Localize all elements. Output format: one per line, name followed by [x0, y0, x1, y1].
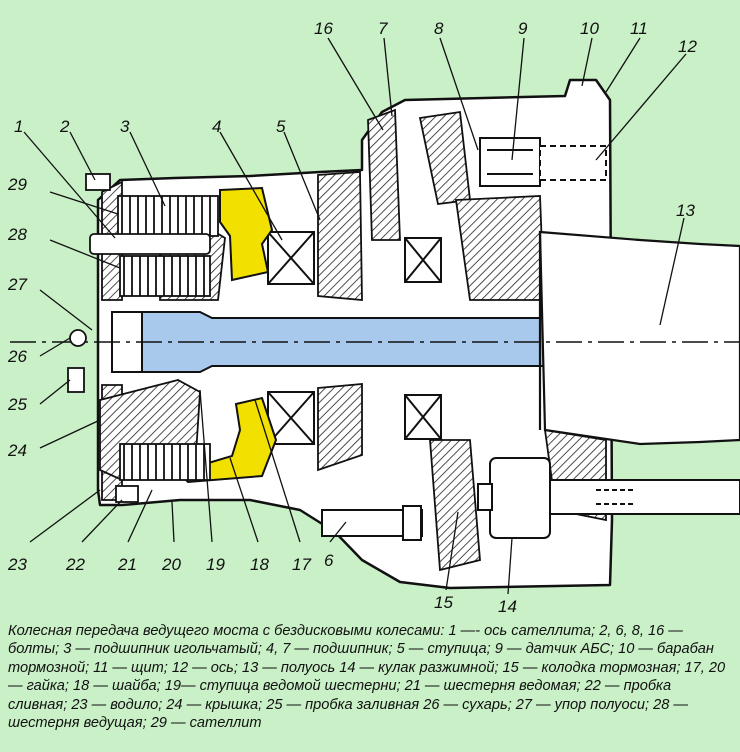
- label-15: 15: [434, 593, 453, 612]
- label-19: 19: [206, 555, 225, 574]
- label-28: 28: [7, 225, 27, 244]
- flange-bolts: [67, 173, 139, 503]
- label-1: 1: [14, 117, 23, 136]
- brake-cam: [321, 457, 740, 541]
- label-3: 3: [120, 117, 130, 136]
- label-16: 16: [314, 19, 333, 38]
- washers: [176, 186, 278, 484]
- label-17: 17: [292, 555, 311, 574]
- label-29: 29: [7, 175, 27, 194]
- wheel-drive-cross-section: 1 2 3 4 5 16 7 8 9 10 11 12 13 29 28 27 …: [7, 19, 740, 616]
- label-23: 23: [7, 555, 27, 574]
- label-5: 5: [276, 117, 286, 136]
- label-22: 22: [65, 555, 85, 574]
- knuckle-housing: [538, 230, 740, 446]
- planetary-gears: [89, 195, 219, 481]
- label-11: 11: [630, 19, 648, 38]
- label-4: 4: [212, 117, 221, 136]
- label-2: 2: [59, 117, 70, 136]
- label-12: 12: [678, 37, 697, 56]
- figure-caption: Колесная передача ведущего моста с безди…: [8, 623, 726, 732]
- label-7: 7: [378, 19, 388, 38]
- abs-sensor: [479, 137, 607, 187]
- label-8: 8: [434, 19, 444, 38]
- callout-labels: 1 2 3 4 5 16 7 8 9 10 11 12 13 29 28 27 …: [7, 19, 697, 616]
- label-24: 24: [7, 441, 27, 460]
- label-6: 6: [324, 551, 334, 570]
- label-27: 27: [7, 275, 27, 294]
- label-14: 14: [498, 597, 517, 616]
- label-13: 13: [676, 201, 695, 220]
- label-26: 26: [7, 347, 27, 366]
- label-10: 10: [580, 19, 599, 38]
- label-18: 18: [250, 555, 269, 574]
- label-25: 25: [7, 395, 27, 414]
- label-21: 21: [117, 555, 137, 574]
- label-20: 20: [161, 555, 181, 574]
- bearings: [267, 231, 442, 445]
- label-9: 9: [518, 19, 528, 38]
- leader-lines: [23, 37, 687, 595]
